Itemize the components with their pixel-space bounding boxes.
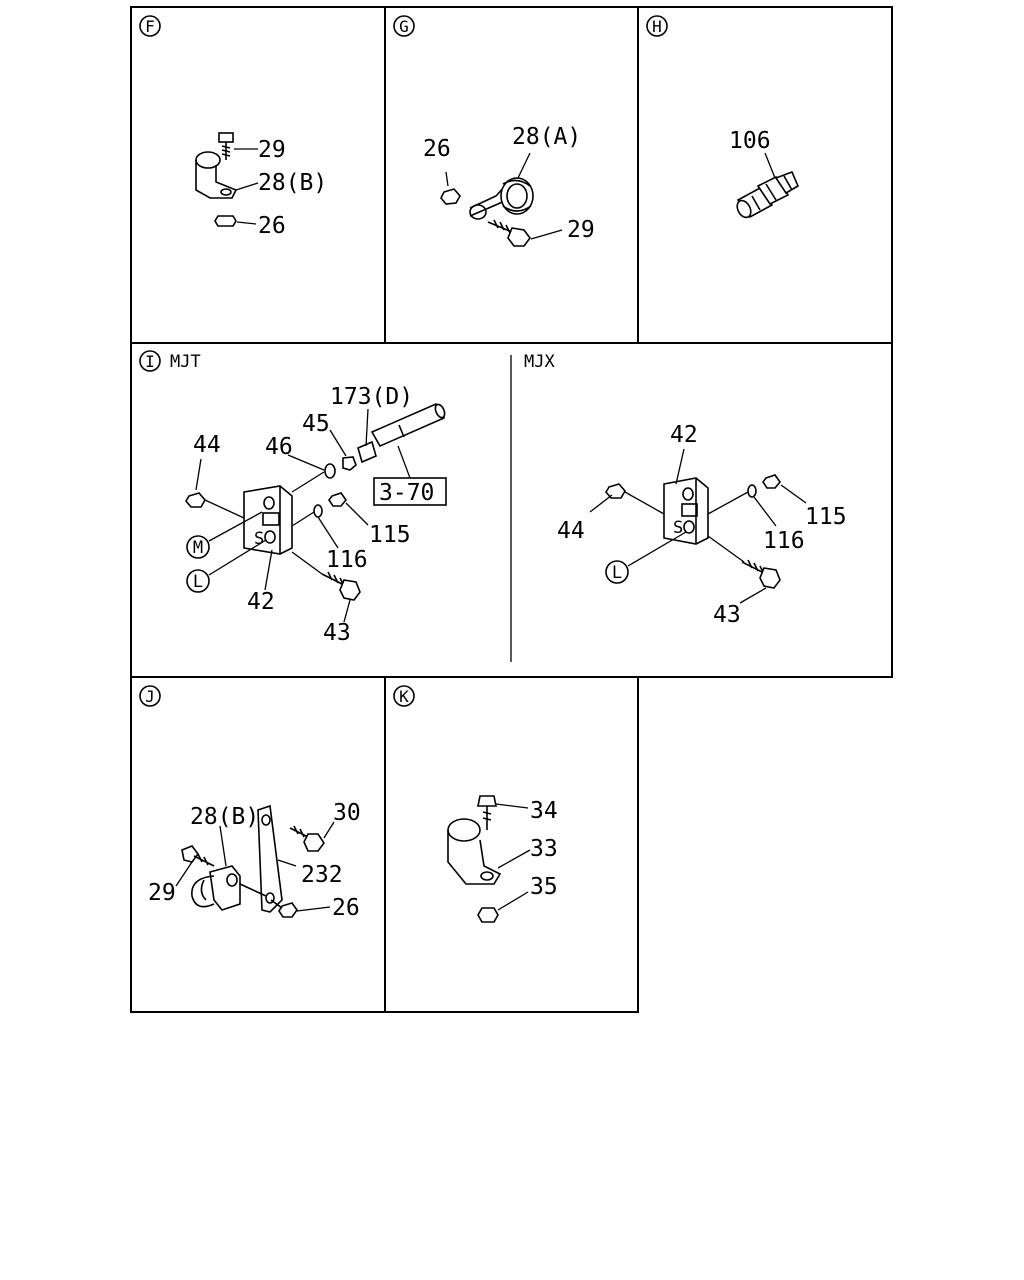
plate-232 (257, 804, 283, 913)
callout-label: 106 (729, 128, 771, 154)
panel-j: J 28(B (139, 685, 361, 921)
callout-label: 28(B) (190, 804, 259, 830)
callout-label: 26 (423, 136, 451, 162)
bolt-43-mjx (741, 559, 781, 589)
section-marker-h: H (646, 15, 668, 37)
svg-text:M: M (193, 538, 203, 558)
callout-label: 46 (265, 434, 293, 460)
washer-116-mjt (313, 504, 323, 518)
svg-text:S: S (673, 518, 683, 538)
bolt-30 (289, 825, 325, 852)
variant-label-mjx: MJX (524, 352, 555, 372)
section-marker-k: K (393, 685, 415, 707)
panel-h: H 106 (646, 15, 800, 219)
nut-26-j (278, 902, 298, 918)
washer-116-mjx (747, 484, 757, 498)
callout-label: 116 (763, 528, 805, 554)
svg-text:J: J (145, 687, 155, 706)
bolt-43-mjt (321, 571, 361, 601)
callout-label: 29 (258, 137, 286, 163)
callout-label: 43 (713, 602, 741, 628)
panel-i-mjt: I MJT S (139, 350, 447, 646)
nut-26-g (440, 188, 461, 205)
section-marker-j: J (139, 685, 161, 707)
callout-label: 30 (333, 800, 361, 826)
bracket-42-mjx: S (663, 477, 709, 545)
connector-106 (736, 170, 800, 219)
svg-text:G: G (399, 17, 409, 36)
nut-115-mjt (328, 492, 348, 507)
diagram-grid (130, 6, 893, 1013)
panel-mjx: MJX S L (524, 352, 847, 628)
callout-label: 29 (148, 880, 176, 906)
circle-marker-m: M (186, 535, 210, 559)
callout-label: 35 (530, 874, 558, 900)
callout-label: 44 (557, 518, 585, 544)
section-marker-f: F (139, 15, 161, 37)
callout-label: 29 (567, 217, 595, 243)
callout-label: 28(B) (258, 170, 327, 196)
callout-label: 44 (193, 432, 221, 458)
nut-45 (342, 456, 357, 471)
section-marker-g: G (393, 15, 415, 37)
nut-44-mjt (185, 492, 206, 508)
callout-label: 26 (258, 213, 286, 239)
callout-label: 173(D) (330, 384, 413, 410)
section-marker-i: I (139, 350, 161, 372)
svg-text:F: F (145, 17, 155, 36)
callout-label: 115 (805, 504, 847, 530)
callout-label: 28(A) (512, 124, 581, 150)
svg-text:3-70: 3-70 (379, 480, 434, 506)
svg-text:I: I (145, 352, 155, 371)
nut-115-mjx (762, 474, 782, 489)
circle-marker-l-mjt: L (186, 569, 210, 593)
variant-label-mjt: MJT (170, 352, 201, 372)
callout-label: 232 (301, 862, 343, 888)
svg-text:L: L (193, 572, 203, 592)
callout-label: 43 (323, 620, 351, 646)
nut-44-mjx (605, 483, 626, 499)
bolt-34 (477, 795, 497, 830)
callout-label: 33 (530, 836, 558, 862)
bracket-42-mjt: S (243, 485, 293, 555)
callout-label: 26 (332, 895, 360, 921)
callout-label: 115 (369, 522, 411, 548)
svg-text:K: K (399, 687, 409, 706)
circle-marker-l-mjx: L (605, 560, 629, 584)
svg-text:L: L (612, 563, 622, 583)
panel-k: K 34 33 35 (393, 685, 558, 923)
callout-label: 116 (326, 547, 368, 573)
bolt-29-f (218, 132, 234, 160)
clip-33 (447, 818, 502, 885)
pin-173d (357, 402, 446, 464)
nut-26-f (214, 215, 237, 227)
washer-46 (324, 463, 336, 479)
callout-label: 42 (247, 589, 275, 615)
panel-f: F 29 28(B) 26 (139, 15, 327, 239)
svg-text:H: H (652, 17, 662, 36)
callout-label: 45 (302, 411, 330, 437)
svg-text:S: S (254, 529, 264, 549)
callout-label: 34 (530, 798, 558, 824)
panel-g: G 26 28(A) 29 (393, 15, 595, 247)
callout-label: 42 (670, 422, 698, 448)
reference-box-3-70: 3-70 (373, 477, 447, 506)
clip-28b-j (191, 865, 241, 911)
clip-28a-g (469, 177, 534, 220)
nut-35 (477, 907, 499, 923)
bolt-29-g (487, 219, 531, 247)
clip-28b-f (195, 151, 238, 199)
bolt-29-j (181, 845, 215, 867)
